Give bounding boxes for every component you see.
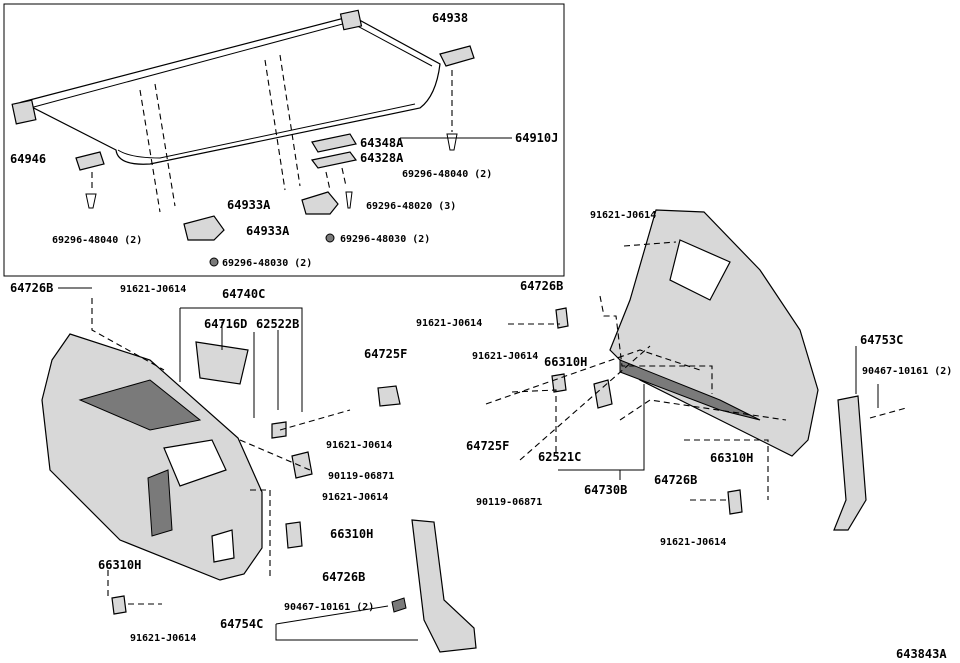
label-91621-7: 91621-J0614 (472, 351, 538, 362)
clip-66310H-right-lower (727, 489, 743, 515)
label-64910J: 64910J (515, 131, 558, 145)
label-69296-48030-b: 69296-48030 (2) (222, 258, 312, 269)
screw-69296-48020 (345, 191, 353, 209)
label-64725F-1: 64725F (364, 347, 407, 361)
label-64938: 64938 (432, 11, 468, 25)
label-64328A: 64328A (360, 151, 404, 165)
label-64725F-2: 64725F (466, 439, 509, 453)
clip-62521C (551, 373, 567, 393)
label-90119-1: 90119-06871 (328, 471, 394, 482)
clip-64730B (593, 379, 613, 409)
label-91621-3: 91621-J0614 (322, 492, 388, 503)
cover-hook-64938 (439, 45, 475, 151)
label-90467-2: 90467-10161 (2) (862, 366, 952, 377)
label-90467-1: 90467-10161 (2) (284, 602, 374, 613)
cover-hook-64946 (75, 151, 105, 209)
part-labels: 64938 64910J 64946 64348A 64328A 69296-4… (10, 11, 952, 661)
clip-66310H-left-lower (111, 595, 127, 615)
label-91621-5: 91621-J0614 (590, 210, 656, 221)
left-side-trim (41, 333, 263, 581)
label-64726B-4: 64726B (654, 473, 697, 487)
strip-guide (325, 167, 347, 191)
grille-64716D (195, 341, 249, 385)
clip-90119-left (291, 451, 313, 479)
label-66310H-3: 66310H (544, 355, 587, 369)
label-90119-2: 90119-06871 (476, 497, 542, 508)
label-91621-2: 91621-J0614 (326, 440, 392, 451)
clip-66310H-right-upper (555, 307, 569, 329)
label-69296-48040-b: 69296-48040 (2) (52, 235, 142, 246)
diagram-id: 643843A (896, 647, 947, 661)
tonneau-cover (11, 9, 441, 213)
leader-lines (58, 137, 879, 641)
bracket-64933A-upper (301, 191, 339, 215)
label-64726B-3: 64726B (520, 279, 563, 293)
label-62522B: 62522B (256, 317, 299, 331)
label-64946: 64946 (10, 152, 46, 166)
label-66310H-2: 66310H (98, 558, 141, 572)
label-64753C: 64753C (860, 333, 903, 347)
label-66310H-4: 66310H (710, 451, 753, 465)
label-91621-8: 91621-J0614 (660, 537, 726, 548)
label-64348A: 64348A (360, 136, 404, 150)
label-69296-48020: 69296-48020 (3) (366, 201, 456, 212)
label-64726B-1: 64726B (10, 281, 53, 295)
clip-90467-left (391, 597, 407, 613)
right-side-trim (609, 209, 819, 457)
strip-64328A (310, 151, 358, 169)
label-69296-48040-a: 69296-48040 (2) (402, 169, 492, 180)
label-64754C: 64754C (220, 617, 263, 631)
label-91621-6: 91621-J0614 (416, 318, 482, 329)
label-62521C: 62521C (538, 450, 581, 464)
pillar-trim-64754C (411, 519, 477, 653)
label-64730B: 64730B (584, 483, 627, 497)
clip-64725F-left (377, 385, 401, 407)
inset-frame (3, 3, 565, 277)
label-64716D: 64716D (204, 317, 247, 331)
label-64933A-lower: 64933A (246, 224, 290, 238)
screw-69296-48030-a (325, 233, 335, 243)
pillar-trim-64753C (833, 395, 867, 531)
assembly-guides (91, 241, 907, 605)
bracket-64933A-lower (183, 215, 225, 241)
label-91621-1: 91621-J0614 (120, 284, 186, 295)
screw-69296-48030-b (209, 257, 219, 267)
label-66310H-1: 66310H (330, 527, 373, 541)
clip-66310H-left-upper (285, 521, 303, 549)
label-64726B-2: 64726B (322, 570, 365, 584)
label-64933A-upper: 64933A (227, 198, 271, 212)
label-64740C: 64740C (222, 287, 265, 301)
clip-62522B (271, 421, 287, 439)
label-91621-4: 91621-J0614 (130, 633, 196, 644)
strip-64348A (311, 133, 357, 153)
label-69296-48030-a: 69296-48030 (2) (340, 234, 430, 245)
